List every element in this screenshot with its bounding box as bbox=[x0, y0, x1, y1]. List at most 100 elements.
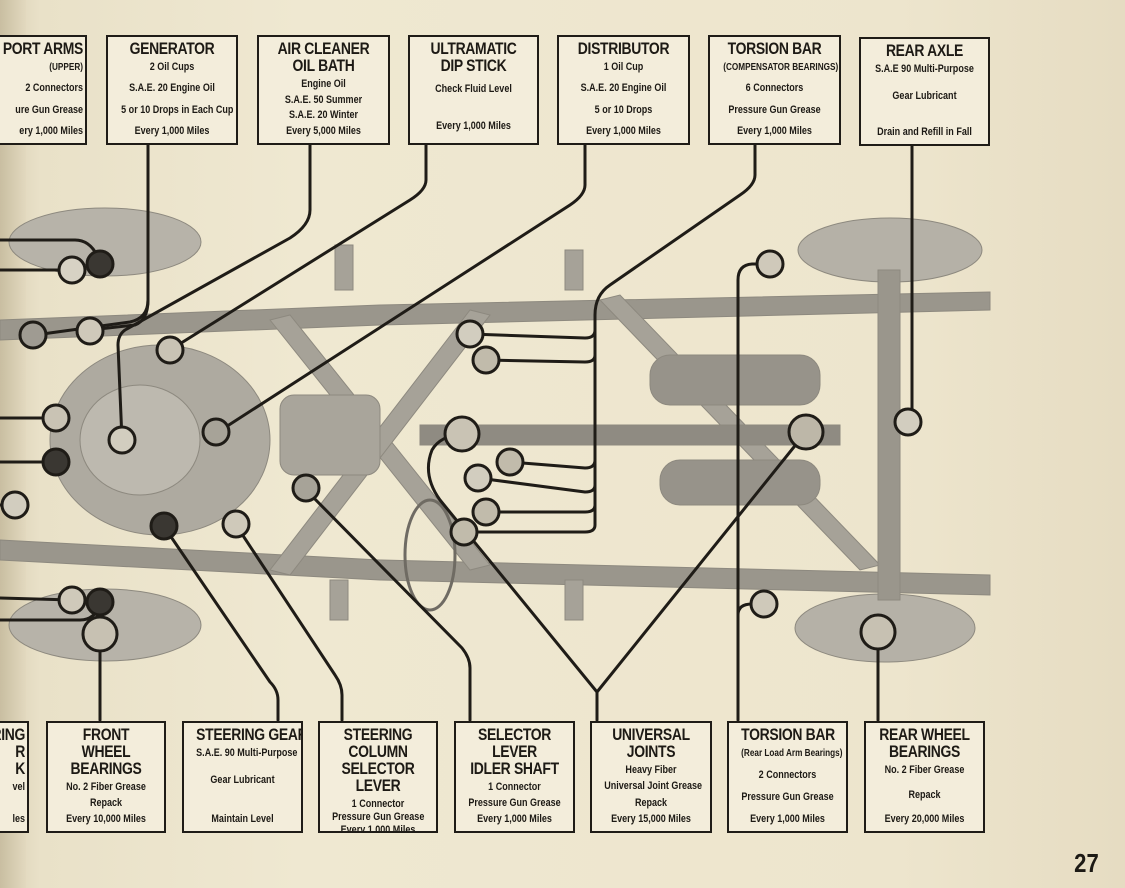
callout-steering-gear: STEERING GEAR S.A.E. 90 Multi-Purpose Ge… bbox=[182, 721, 303, 833]
callout-line: Every 20,000 Miles bbox=[884, 813, 965, 825]
callout-line: S.A.E. 20 Winter bbox=[288, 109, 359, 122]
callout-title: RING R K bbox=[0, 725, 25, 778]
callout-line: S.A.E. 90 Multi-Purpose bbox=[196, 747, 298, 759]
callout-line: (COMPENSATOR BEARINGS) bbox=[723, 62, 839, 73]
leader-torsion-top-6 bbox=[462, 503, 597, 534]
chassis-illustration bbox=[0, 207, 991, 663]
callout-line: 2 Connectors bbox=[758, 769, 817, 781]
callout-title: AIR CLEANER OIL BATH bbox=[277, 39, 370, 75]
callout-line: les bbox=[12, 813, 25, 825]
lube-point-tb-3 bbox=[495, 447, 525, 477]
callout-steering-knuckle: RING R K vel les bbox=[0, 721, 29, 833]
bracket-4 bbox=[564, 579, 584, 621]
lube-point-support-2 bbox=[57, 255, 87, 285]
callout-line: Every 1,000 Miles bbox=[586, 124, 661, 137]
callout-line: Every 1,000 Miles bbox=[340, 824, 416, 833]
callout-line: 1 Oil Cup bbox=[603, 61, 644, 73]
callout-support-arms: PORT ARMS (UPPER) 2 Connectors ure Gun G… bbox=[0, 35, 87, 145]
lube-point-steering-column bbox=[221, 509, 251, 539]
lube-point-selector bbox=[291, 473, 321, 503]
callout-title: GENERATOR bbox=[129, 39, 215, 58]
leader-dip-stick bbox=[168, 143, 428, 352]
lube-point-tb-1 bbox=[455, 319, 485, 349]
callout-line: Every 10,000 Miles bbox=[66, 813, 146, 825]
callout-line: 1 Connector bbox=[351, 798, 405, 810]
callout-line: S.A.E. 20 Engine Oil bbox=[580, 82, 667, 95]
callout-line: Every 1,000 Miles bbox=[134, 124, 210, 137]
lube-point-gen-1 bbox=[18, 320, 48, 350]
callout-line: Every 1,000 Miles bbox=[737, 124, 812, 137]
callout-line: vel bbox=[12, 781, 25, 793]
leader-torsion-bottom-1 bbox=[736, 262, 772, 722]
callout-line: Pressure Gun Grease bbox=[332, 811, 425, 823]
callout-line: 2 Connectors bbox=[25, 82, 83, 95]
callout-generator: GENERATOR 2 Oil Cups S.A.E. 20 Engine Oi… bbox=[106, 35, 238, 145]
callout-line: 2 Oil Cups bbox=[149, 61, 195, 73]
lube-point-front-wheel bbox=[81, 615, 119, 653]
lube-points bbox=[0, 249, 923, 653]
lube-point-knuckle-2 bbox=[41, 447, 71, 477]
callout-line: Gear Lubricant bbox=[892, 89, 957, 102]
callout-title: FRONT WHEEL BEARINGS bbox=[70, 725, 142, 778]
leader-air-cleaner bbox=[116, 143, 312, 442]
lube-point-knuckle-3 bbox=[0, 490, 30, 520]
callout-selector-lever-idler: SELECTOR LEVER IDLER SHAFT 1 Connector P… bbox=[454, 721, 575, 833]
callout-line: Universal Joint Grease bbox=[604, 780, 703, 793]
callout-line: Pressure Gun Grease bbox=[741, 791, 834, 803]
callout-line: S.A.E. 20 Engine Oil bbox=[129, 82, 215, 95]
callout-front-wheel-bearings: FRONT WHEEL BEARINGS No. 2 Fiber Grease … bbox=[46, 721, 166, 833]
callout-distributor: DISTRIBUTOR 1 Oil Cup S.A.E. 20 Engine O… bbox=[557, 35, 690, 145]
callout-line: Maintain Level bbox=[211, 813, 274, 825]
lube-point-tb-2 bbox=[471, 345, 501, 375]
leader-distributor bbox=[216, 143, 587, 434]
bracket-3 bbox=[329, 579, 349, 621]
leader-steering-gear bbox=[163, 526, 280, 722]
callout-line: No. 2 Fiber Grease bbox=[66, 781, 146, 793]
callout-line: ure Gun Grease bbox=[15, 103, 83, 116]
lube-point-rear-axle bbox=[893, 407, 923, 437]
callout-line: 6 Connectors bbox=[745, 82, 804, 95]
callout-line: Every 1,000 Miles bbox=[436, 120, 511, 132]
muffler-upper bbox=[649, 354, 821, 406]
callout-title: UNIVERSAL JOINTS bbox=[612, 725, 690, 761]
transmission-housing bbox=[79, 384, 201, 496]
callout-dip-stick: ULTRAMATIC DIP STICK Check Fluid Level E… bbox=[408, 35, 539, 145]
leader-torsion-top-5 bbox=[484, 483, 597, 514]
callout-line: Check Fluid Level bbox=[435, 83, 512, 95]
transmission bbox=[279, 394, 381, 476]
lube-point-dip-stick bbox=[155, 335, 185, 365]
callout-title: DISTRIBUTOR bbox=[577, 39, 670, 58]
callout-title: REAR AXLE bbox=[885, 41, 964, 60]
callout-line: (Rear Load Arm Bearings) bbox=[741, 748, 843, 759]
callout-line: Repack bbox=[634, 796, 668, 809]
bracket-1 bbox=[564, 249, 584, 291]
callout-line: Engine Oil bbox=[301, 78, 346, 90]
lube-point-steering-gear bbox=[149, 511, 179, 541]
callout-line: (UPPER) bbox=[49, 62, 83, 73]
leader-universal-2 bbox=[595, 430, 808, 694]
callout-universal-joints: UNIVERSAL JOINTS Heavy Fiber Universal J… bbox=[590, 721, 712, 833]
callout-line: Pressure Gun Grease bbox=[728, 103, 821, 116]
bracket-2 bbox=[334, 244, 354, 291]
lube-point-universal-rear bbox=[787, 413, 825, 451]
callout-line: ery 1,000 Miles bbox=[19, 124, 83, 137]
callout-torsion-bar-rear-load: TORSION BAR (Rear Load Arm Bearings) 2 C… bbox=[727, 721, 848, 833]
callout-title: STEERING GEAR bbox=[196, 725, 303, 744]
callout-line: Drain and Refill in Fall bbox=[877, 126, 972, 138]
muffler-lower bbox=[659, 459, 821, 506]
lube-point-support-1 bbox=[85, 249, 115, 279]
callout-line: Every 5,000 Miles bbox=[286, 124, 361, 137]
leader-selector-lever bbox=[304, 488, 472, 722]
callout-title: STEERING COLUMN SELECTOR LEVER bbox=[341, 725, 415, 795]
lube-point-rear-torsion-top bbox=[755, 249, 785, 279]
callout-line: Heavy Fiber bbox=[625, 764, 677, 776]
page-number: 27 bbox=[1074, 848, 1099, 878]
leader-torsion-top-3 bbox=[508, 353, 597, 470]
lube-point-front-left-1 bbox=[57, 585, 87, 615]
lube-point-front-left-2 bbox=[85, 587, 115, 617]
lube-point-tb-6 bbox=[449, 517, 479, 547]
lube-point-gen-2 bbox=[75, 316, 105, 346]
callout-line: S.A.E 90 Multi-Purpose bbox=[875, 63, 974, 75]
callout-line: 5 or 10 Drops in Each Cup bbox=[121, 103, 234, 116]
